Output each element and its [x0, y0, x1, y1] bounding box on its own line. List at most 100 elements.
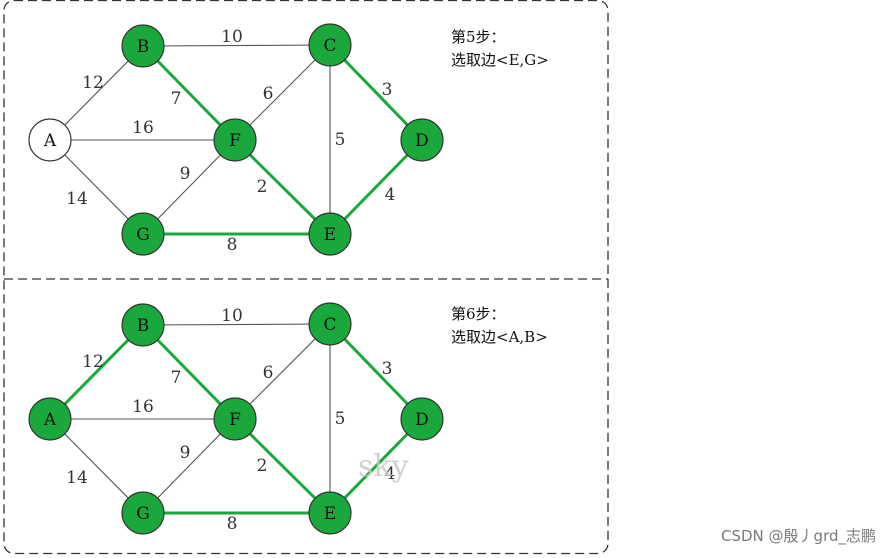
node-D: D	[400, 118, 444, 162]
node-A: A	[28, 397, 72, 441]
edge-weight-AB: 12	[82, 73, 104, 93]
edge-weight-CF: 6	[263, 84, 274, 104]
edge-CF	[234, 323, 331, 420]
edge-DE	[328, 138, 424, 236]
edge-weight-GE: 8	[227, 235, 238, 255]
panel-frame	[3, 0, 609, 555]
node-circle-E	[308, 491, 352, 535]
node-G: G	[121, 212, 165, 256]
edge-AG	[49, 418, 144, 514]
edge-DE	[328, 417, 424, 515]
edge-FG	[142, 139, 236, 235]
node-F: F	[213, 397, 257, 441]
edge-CD	[328, 322, 424, 421]
step-6-graph: 12 16 14 10 7 6 3 5 4 2 9 8 A B C D E F G	[28, 302, 444, 535]
node-circle-A	[28, 397, 72, 441]
node-D: D	[400, 397, 444, 441]
edge-weight-AG: 14	[66, 189, 88, 209]
node-label-A: A	[43, 131, 57, 151]
edge-weight-AF: 16	[132, 118, 154, 138]
node-label-D: D	[415, 410, 429, 430]
edge-weight-AF: 16	[132, 397, 154, 417]
edge-weight-CD: 3	[382, 80, 393, 100]
edge-weight-BC: 10	[221, 306, 243, 326]
node-label-D: D	[415, 131, 429, 151]
node-circle-G	[121, 491, 165, 535]
node-C: C	[308, 23, 352, 67]
node-circle-E	[308, 212, 352, 256]
node-B: B	[121, 303, 165, 347]
edge-BF	[141, 323, 237, 421]
edge-weight-FE: 2	[257, 177, 268, 197]
edge-AG	[49, 139, 144, 235]
node-circle-G	[121, 212, 165, 256]
node-E: E	[308, 212, 352, 256]
edge-weight-AG: 14	[66, 468, 88, 488]
edge-AB	[49, 45, 144, 141]
edges	[49, 43, 424, 236]
node-circle-D	[400, 118, 444, 162]
nodes: A B C D E F G	[28, 23, 444, 256]
nodes: A B C D E F G	[28, 302, 444, 535]
edge-weight-AB: 12	[82, 352, 104, 372]
edge-BF	[141, 44, 237, 142]
edge-CF	[234, 44, 331, 141]
node-A: A	[28, 118, 72, 162]
edge-weight-FG: 9	[180, 164, 191, 184]
node-label-G: G	[136, 504, 150, 524]
node-E: E	[308, 491, 352, 535]
edge-weight-DE: 4	[385, 185, 396, 205]
step-5-title: 第5步：	[451, 28, 506, 46]
node-F: F	[213, 118, 257, 162]
node-label-C: C	[323, 315, 336, 335]
step-6-description: 选取边<A,B>	[451, 328, 548, 346]
edge-weight-CE: 5	[335, 409, 346, 429]
node-circle-B	[121, 303, 165, 347]
edge-weight-FE: 2	[257, 456, 268, 476]
edge-weight-DE: 4	[385, 464, 396, 484]
edge-weights: 12 16 14 10 7 6 3 5 4 2 9 8	[66, 27, 395, 255]
edge-weight-BC: 10	[221, 27, 243, 47]
node-circle-F	[213, 118, 257, 162]
edge-FE	[233, 417, 332, 515]
edge-BC	[142, 44, 331, 47]
edge-weight-BF: 7	[171, 368, 182, 388]
node-label-F: F	[229, 410, 241, 430]
node-circle-C	[308, 23, 352, 67]
node-label-A: A	[43, 410, 57, 430]
edge-weight-GE: 8	[227, 514, 238, 534]
edge-weight-CE: 5	[335, 130, 346, 150]
edge-FE	[233, 138, 332, 236]
step-6-title: 第6步：	[451, 305, 506, 323]
edge-CD	[328, 43, 424, 142]
node-label-B: B	[137, 316, 150, 336]
edge-FG	[142, 418, 236, 514]
edge-weight-CD: 3	[382, 359, 393, 379]
node-circle-A	[28, 118, 72, 162]
node-label-B: B	[137, 37, 150, 57]
node-label-E: E	[324, 504, 336, 524]
node-label-F: F	[229, 131, 241, 151]
node-circle-F	[213, 397, 257, 441]
node-circle-B	[121, 24, 165, 68]
step-5-graph: 12 16 14 10 7 6 3 5 4 2 9 8 A B C D E F G	[28, 23, 444, 256]
node-C: C	[308, 302, 352, 346]
edge-weight-BF: 7	[171, 89, 182, 109]
edge-AB	[48, 323, 145, 421]
node-B: B	[121, 24, 165, 68]
node-label-G: G	[136, 225, 150, 245]
edge-weights: 12 16 14 10 7 6 3 5 4 2 9 8	[66, 306, 395, 534]
step-5-description: 选取边<E,G>	[451, 51, 549, 69]
node-G: G	[121, 491, 165, 535]
edge-weight-FG: 9	[180, 443, 191, 463]
node-circle-C	[308, 302, 352, 346]
node-circle-D	[400, 397, 444, 441]
step-6-caption: 第6步： 选取边<A,B>	[451, 303, 548, 349]
node-label-C: C	[323, 36, 336, 56]
edge-weight-CF: 6	[263, 363, 274, 383]
node-label-E: E	[324, 225, 336, 245]
edges	[48, 322, 424, 515]
sky-watermark: sky	[358, 449, 409, 484]
edge-BC	[142, 323, 331, 326]
